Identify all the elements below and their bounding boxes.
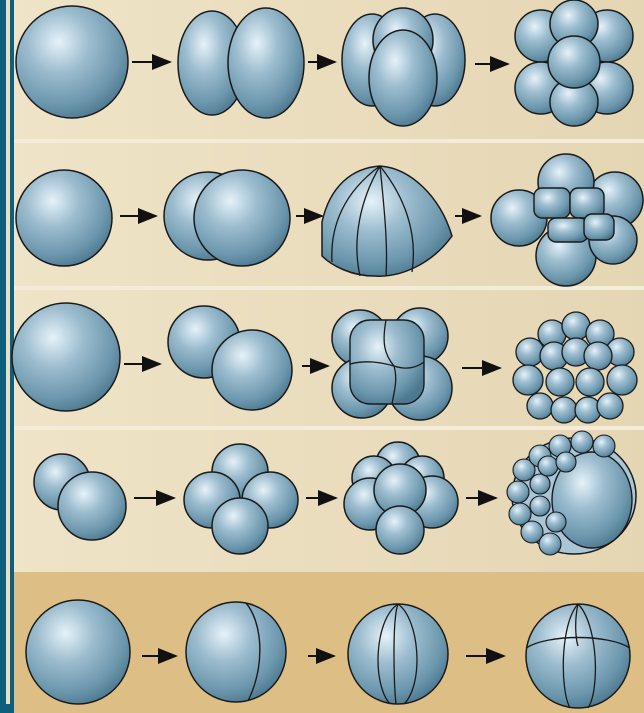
left-frame-inner	[6, 0, 10, 713]
row5-stage3-embryo	[348, 604, 448, 704]
row1-stage4-embryo	[515, 0, 633, 126]
row3-stage1-embryo	[12, 303, 120, 411]
row5-stage2-embryo	[186, 602, 286, 702]
row5-stage1-embryo	[26, 600, 130, 704]
row1-stage2-embryo	[178, 8, 304, 118]
row5-stage4-embryo	[526, 604, 630, 708]
row2-stage1-embryo	[16, 170, 112, 266]
bottom-frame	[0, 704, 14, 713]
row1-stage1-embryo	[16, 6, 128, 118]
row2-stage2-embryo	[164, 170, 290, 266]
row3-stage3-embryo	[332, 308, 452, 420]
